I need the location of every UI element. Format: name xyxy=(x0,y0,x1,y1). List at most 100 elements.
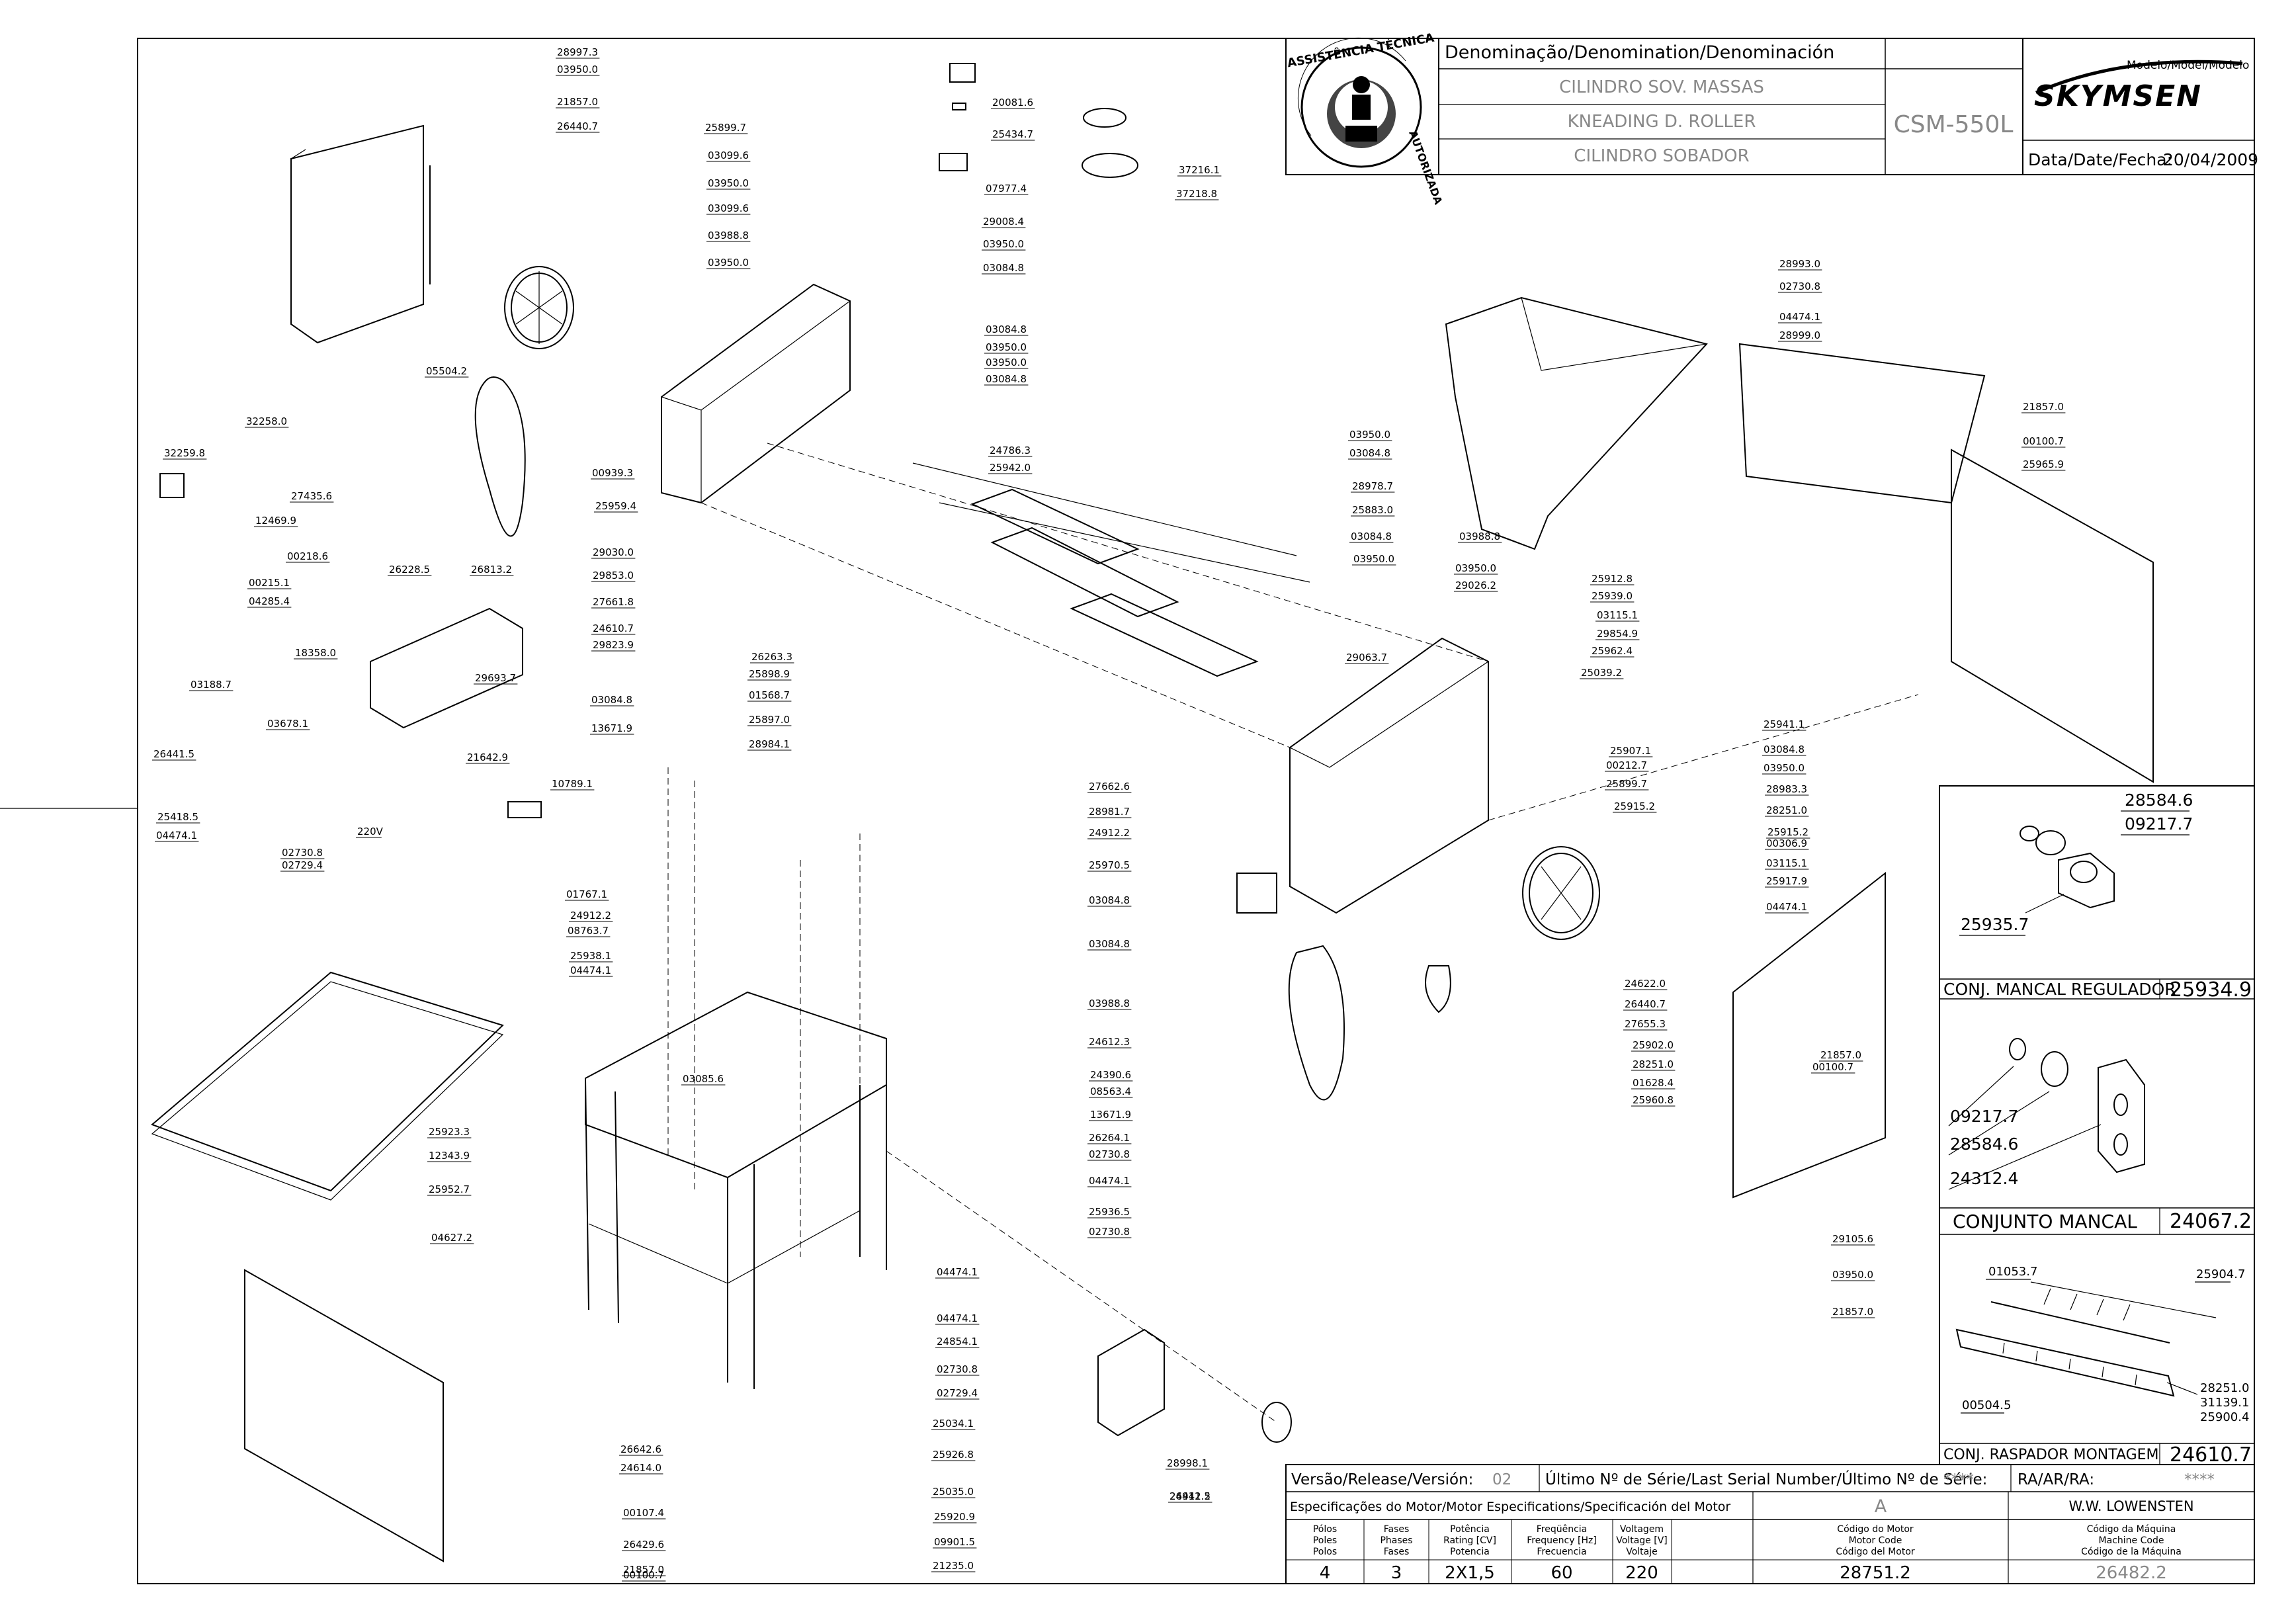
denomination-header: Denominação/Denomination/Denominación xyxy=(1445,42,1834,63)
col-head: Código da Máquina xyxy=(2087,1524,2176,1535)
part-number-label: 25941.1 xyxy=(1764,718,1805,730)
v-belt-right xyxy=(1288,945,1345,1101)
electric-box xyxy=(1236,873,1277,914)
col-head: Pólos xyxy=(1313,1524,1337,1535)
part-number-label: 24912.2 xyxy=(1089,827,1130,839)
part-number-label: 29853.0 xyxy=(593,570,634,581)
part-number-label: 25962.4 xyxy=(1592,645,1633,657)
part-number-label: 12343.9 xyxy=(429,1150,470,1162)
assembly-code: 24610.7 xyxy=(2170,1443,2252,1467)
part-number-label: 03988.8 xyxy=(708,230,749,241)
part-number-label: 28251.0 xyxy=(1633,1058,1674,1070)
part-number-label: 02730.8 xyxy=(1089,1226,1130,1238)
part-number-label: 28993.0 xyxy=(1779,258,1820,270)
electric-motor xyxy=(370,607,523,729)
part-number-label: 24786.3 xyxy=(990,445,1031,456)
part-number-label: 08563.4 xyxy=(1090,1086,1131,1097)
part-number-label: 28251.0 xyxy=(1766,804,1807,816)
part-number-label: 04474.1 xyxy=(1089,1175,1130,1187)
part-number-label: 03678.1 xyxy=(267,718,308,730)
part-number-label: 21857.0 xyxy=(623,1564,664,1576)
col-head: Motor Code xyxy=(1849,1535,1902,1546)
v-belt xyxy=(474,376,526,537)
ra-value: **** xyxy=(2184,1471,2215,1488)
part-number-label: 29105.6 xyxy=(1832,1233,1873,1245)
part-number-label: 24854.1 xyxy=(937,1336,978,1347)
part-number-label: 25965.9 xyxy=(2023,458,2064,470)
part-number-label: 27655.3 xyxy=(1625,1018,1666,1030)
part-number-label: 28981.7 xyxy=(1089,806,1130,818)
part-number-label: 03950.0 xyxy=(1455,562,1496,574)
part-number-label: 21857.0 xyxy=(1820,1049,1861,1061)
right-pulley xyxy=(1522,846,1600,940)
svg-text:ASSISTÊNCIA TÉCNICA: ASSISTÊNCIA TÉCNICA xyxy=(1286,30,1435,71)
part-number-label: 29854.9 xyxy=(1597,628,1638,640)
assembly-part-label: 09217.7 xyxy=(2125,814,2193,833)
assembly-part-label: 25900.4 xyxy=(2200,1410,2249,1424)
part-number-label: 25899.7 xyxy=(1606,778,1647,790)
part-number-label: 03084.8 xyxy=(1089,938,1130,950)
col-head: Potencia xyxy=(1450,1547,1490,1557)
part-number-label: 00100.7 xyxy=(1812,1061,1853,1073)
part-number-label: 04474.1 xyxy=(1766,901,1807,913)
assembly-title: CONJUNTO MANCAL xyxy=(1953,1211,2137,1232)
part-number-label: 220V xyxy=(357,826,384,837)
part-number-label: 24390.6 xyxy=(1090,1069,1131,1081)
part-number-label: 27435.6 xyxy=(291,490,332,502)
col-head: Potência xyxy=(1450,1524,1490,1535)
col-head: Voltage [V] xyxy=(1616,1535,1667,1546)
part-number-label: 25035.0 xyxy=(933,1486,974,1498)
part-number-label: 25926.8 xyxy=(933,1449,974,1461)
detail-panels: 28584.6 09217.7 25935.7 CONJ. MANCAL REG… xyxy=(1939,785,2255,1467)
col-head: Frecuencia xyxy=(1537,1547,1586,1557)
part-number-label: 25938.1 xyxy=(570,950,611,962)
part-number-label: 21857.0 xyxy=(1832,1306,1873,1318)
part-number-label: 21857.0 xyxy=(2023,401,2064,413)
manufacturer: W.W. LOWENSTEN xyxy=(2068,1498,2193,1514)
part-number-label: 25960.8 xyxy=(1633,1094,1674,1106)
part-number-label: 29693.7 xyxy=(475,672,516,684)
part-number-label: 25418.5 xyxy=(157,811,198,823)
col-head: Voltaje xyxy=(1626,1547,1658,1557)
date-value: 20/04/2009 xyxy=(2163,150,2258,169)
brand-decal xyxy=(1082,153,1138,178)
part-number-label: 21642.9 xyxy=(467,751,508,763)
hopper xyxy=(1445,296,1708,550)
part-number-label: 01568.7 xyxy=(749,689,790,701)
part-number-label: 03988.8 xyxy=(1459,531,1500,542)
part-number-label: 26440.7 xyxy=(1625,998,1666,1010)
part-number-label: 03115.1 xyxy=(1597,609,1638,621)
name-en: KNEADING D. ROLLER xyxy=(1568,112,1756,132)
part-number-label: 26441.5 xyxy=(153,748,194,760)
part-number-label: 29030.0 xyxy=(593,546,634,558)
part-number-label: 25939.0 xyxy=(1592,590,1633,602)
right-guard xyxy=(1732,871,1886,1199)
version-value: 02 xyxy=(1492,1471,1511,1488)
part-number-label: 02730.8 xyxy=(1089,1148,1130,1160)
part-number-label: 32258.0 xyxy=(246,415,287,427)
part-number-label: 37216.1 xyxy=(1179,164,1220,176)
assembly-part-label: 00504.5 xyxy=(1962,1398,2011,1412)
machine-stand xyxy=(585,991,887,1389)
serial-label: Último Nº de Série/Last Serial Number/Úl… xyxy=(1545,1470,1987,1488)
assembly-code: 25934.9 xyxy=(2170,978,2252,1002)
part-number-label: 04285.4 xyxy=(249,595,290,607)
part-number-label: 26264.1 xyxy=(1089,1132,1130,1144)
skymsen-logo: SKYMSEN xyxy=(2034,60,2243,113)
part-number-label: 02730.8 xyxy=(1779,280,1820,292)
side-housing xyxy=(1289,637,1489,914)
part-number-label: 04474.1 xyxy=(570,964,611,976)
model-code: CSM-550L xyxy=(1894,111,2014,138)
small-belt xyxy=(1425,965,1451,1013)
motor-bracket xyxy=(1097,1328,1165,1437)
part-number-label: 25917.9 xyxy=(1766,875,1807,887)
part-number-label: 03099.6 xyxy=(708,202,749,214)
part-number-label: 27662.6 xyxy=(1089,781,1130,792)
kneading-rollers xyxy=(912,462,1310,677)
brand-decal xyxy=(1083,108,1127,128)
part-number-label: 26440.7 xyxy=(557,120,598,132)
part-number-label: 24622.0 xyxy=(1625,978,1666,990)
part-number-label: 28983.3 xyxy=(1766,783,1807,795)
part-number-label: 03115.1 xyxy=(1766,857,1807,869)
